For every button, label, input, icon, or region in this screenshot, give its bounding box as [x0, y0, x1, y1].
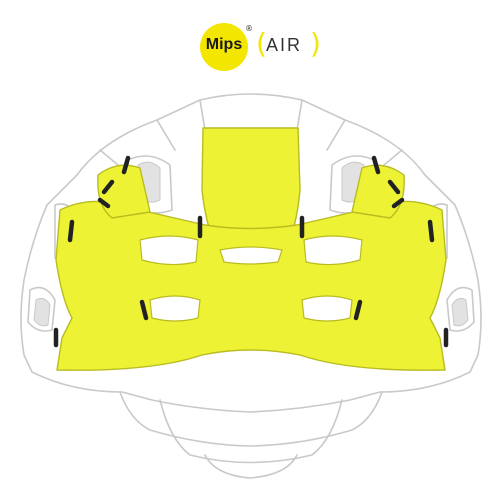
mips-air-logo: Mips ® ( AIR ) — [200, 22, 321, 72]
air-logo-text: AIR — [266, 35, 303, 55]
strap-anchors — [53, 155, 449, 348]
bracket-left: ( — [256, 27, 267, 60]
registered-mark: ® — [245, 24, 253, 33]
liner-openings — [139, 235, 363, 322]
bracket-right: ) — [310, 27, 321, 60]
mips-logo-circle — [200, 23, 248, 71]
mips-logo-text: Mips — [205, 36, 243, 53]
